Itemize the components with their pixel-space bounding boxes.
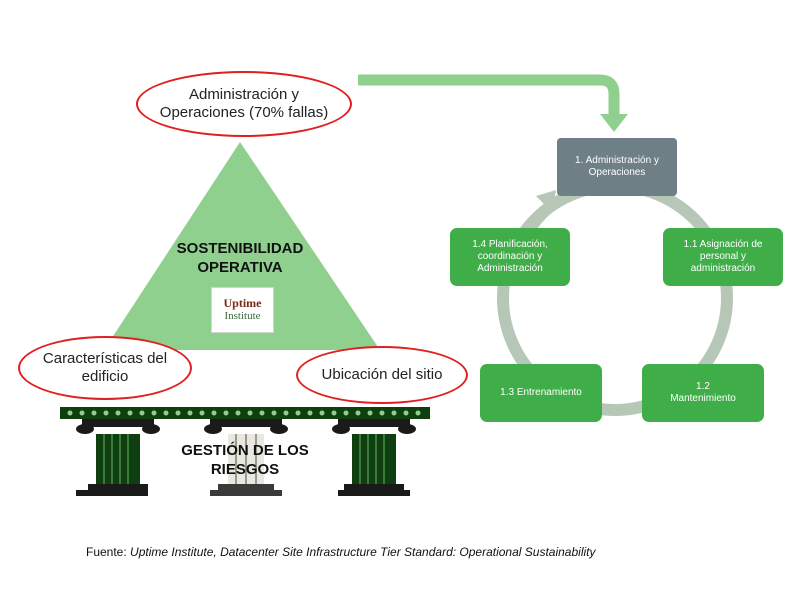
left-pillar: [76, 419, 160, 496]
building-characteristics-ellipse: Características del edificio: [18, 336, 192, 400]
cycle-box-staffing: 1.1 Asignación de personal y administrac…: [663, 228, 783, 286]
uptime-logo: Uptime Institute: [211, 287, 274, 333]
site-location-ellipse: Ubicación del sitio: [296, 346, 468, 404]
admin-operations-ellipse: Administración y Operaciones (70% fallas…: [136, 71, 352, 137]
cycle-box-planning: 1.4 Planificación, coordinación y Admini…: [450, 228, 570, 286]
cycle-box-maintenance: 1.2 Mantenimiento: [642, 364, 764, 422]
source-caption: Fuente: Uptime Institute, Datacenter Sit…: [86, 545, 596, 559]
cycle-arrow-head: [536, 190, 556, 212]
top-beam: [60, 407, 430, 419]
middle-pillar: [204, 419, 288, 496]
cycle-box-admin-operations: 1. Administración y Operaciones: [557, 138, 677, 196]
arrow-head: [600, 114, 628, 132]
right-pillar: [332, 419, 416, 496]
connector-arrow: [358, 74, 620, 116]
cycle-box-training: 1.3 Entrenamiento: [480, 364, 602, 422]
risk-management-title: GESTIÓN DE LOS RIESGOS: [181, 442, 309, 478]
triangle-title: SOSTENIBILIDAD OPERATIVA: [176, 240, 304, 276]
sustainability-triangle: [104, 142, 380, 350]
